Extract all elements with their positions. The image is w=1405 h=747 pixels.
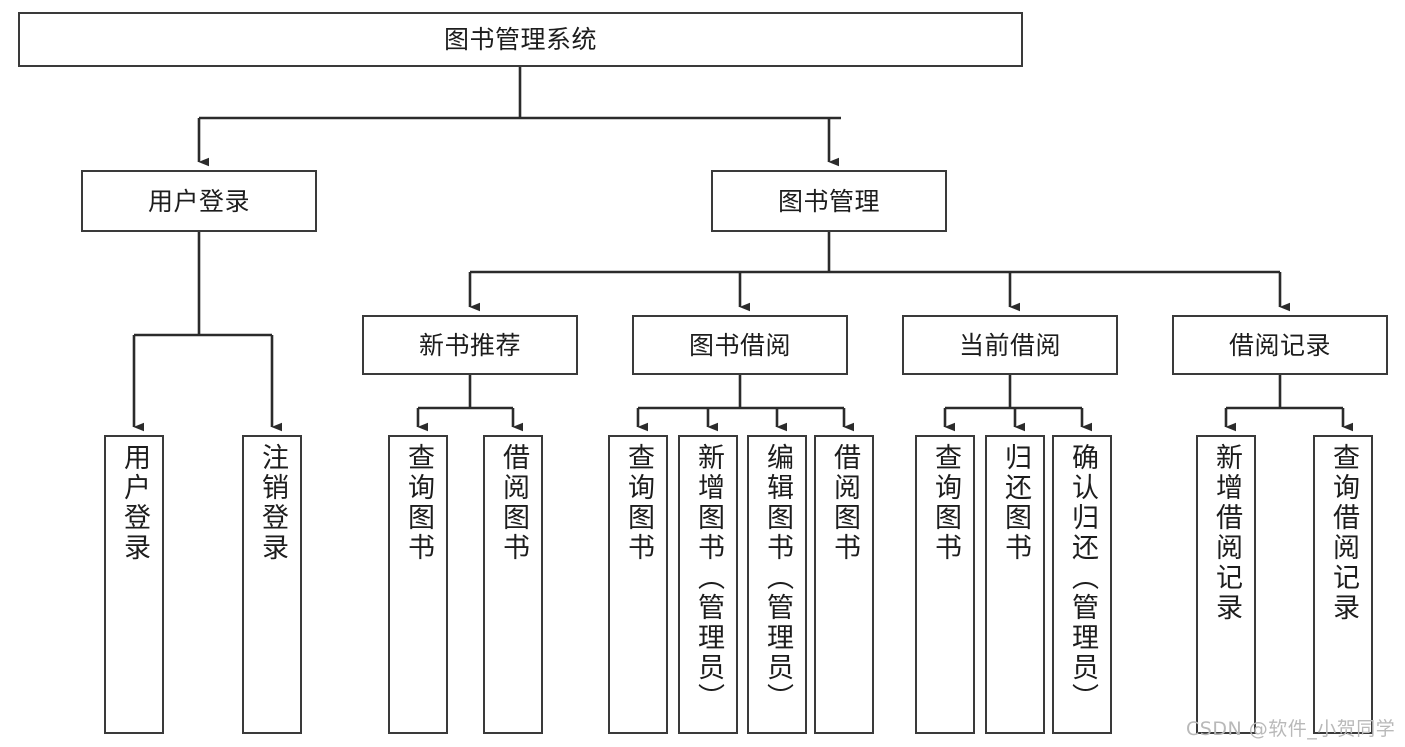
leaf-borrow-book-nb[interactable]: 借阅图书 — [483, 435, 543, 734]
leaf-logout-label: 注销登录 — [257, 443, 289, 563]
leaf-borrow-book-bb[interactable]: 借阅图书 — [814, 435, 874, 734]
node-user-login[interactable]: 用户登录 — [81, 170, 317, 232]
node-current-borrow-label: 当前借阅 — [958, 330, 1061, 360]
leaf-query-book-bb[interactable]: 查询图书 — [608, 435, 668, 734]
leaf-query-book-nb-label: 查询图书 — [403, 443, 435, 563]
leaf-query-book-cb-label: 查询图书 — [930, 443, 962, 563]
node-book-borrow-label: 图书借阅 — [688, 330, 791, 360]
leaf-borrow-book-nb-label: 借阅图书 — [498, 443, 530, 563]
leaf-query-book-nb[interactable]: 查询图书 — [388, 435, 448, 734]
leaf-confirm-return-admin[interactable]: 确认归还（管理员） — [1052, 435, 1112, 734]
leaf-user-login-label: 用户登录 — [119, 443, 151, 563]
leaf-query-borrow-record[interactable]: 查询借阅记录 — [1313, 435, 1373, 734]
leaf-add-book-admin-label: 新增图书（管理员） — [693, 443, 725, 713]
leaf-query-borrow-record-label: 查询借阅记录 — [1328, 443, 1360, 623]
node-borrow-record[interactable]: 借阅记录 — [1172, 315, 1388, 375]
node-root[interactable]: 图书管理系统 — [18, 12, 1023, 67]
node-new-book-recommend-label: 新书推荐 — [418, 330, 521, 360]
leaf-edit-book-admin-label: 编辑图书（管理员） — [762, 443, 794, 713]
node-new-book-recommend[interactable]: 新书推荐 — [362, 315, 578, 375]
leaf-add-borrow-record-label: 新增借阅记录 — [1211, 443, 1243, 623]
leaf-edit-book-admin[interactable]: 编辑图书（管理员） — [747, 435, 807, 734]
leaf-confirm-return-admin-label: 确认归还（管理员） — [1067, 443, 1099, 713]
node-book-management-label: 图书管理 — [777, 186, 880, 216]
node-book-borrow[interactable]: 图书借阅 — [632, 315, 848, 375]
leaf-user-login[interactable]: 用户登录 — [104, 435, 164, 734]
csdn-watermark: CSDN @软件_小贺同学 — [1186, 718, 1396, 740]
node-root-label: 图书管理系统 — [443, 25, 597, 54]
node-borrow-record-label: 借阅记录 — [1228, 330, 1331, 360]
node-current-borrow[interactable]: 当前借阅 — [902, 315, 1118, 375]
leaf-add-borrow-record[interactable]: 新增借阅记录 — [1196, 435, 1256, 734]
leaf-add-book-admin[interactable]: 新增图书（管理员） — [678, 435, 738, 734]
leaf-query-book-bb-label: 查询图书 — [623, 443, 655, 563]
node-book-management[interactable]: 图书管理 — [711, 170, 947, 232]
leaf-return-book[interactable]: 归还图书 — [985, 435, 1045, 734]
leaf-return-book-label: 归还图书 — [1000, 443, 1032, 563]
leaf-logout[interactable]: 注销登录 — [242, 435, 302, 734]
leaf-query-book-cb[interactable]: 查询图书 — [915, 435, 975, 734]
node-user-login-label: 用户登录 — [147, 186, 250, 216]
leaf-borrow-book-bb-label: 借阅图书 — [829, 443, 861, 563]
